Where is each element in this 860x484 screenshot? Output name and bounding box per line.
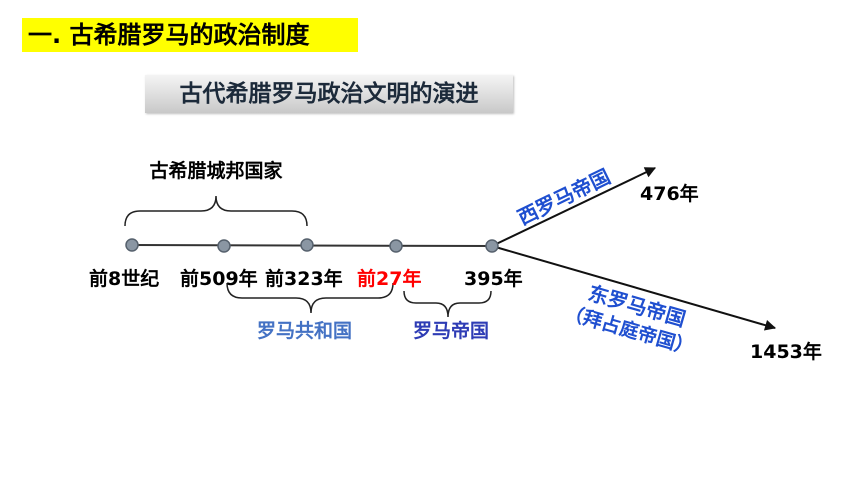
greek-period-brace xyxy=(124,195,308,227)
empire-brace xyxy=(403,290,492,318)
date-label-8th-century-bc: 前8世纪 xyxy=(89,268,160,290)
date-label-323bc: 前323年 xyxy=(265,268,343,290)
republic-label: 罗马共和国 xyxy=(257,320,353,342)
date-label-509bc: 前509年 xyxy=(180,268,258,290)
date-label-27bc: 前27年 xyxy=(357,268,422,290)
timeline-dot-395ad xyxy=(485,239,499,253)
east-roman-arrow xyxy=(491,245,777,331)
east-roman-end-date: 1453年 xyxy=(750,341,822,363)
west-roman-end-date: 476年 xyxy=(640,183,699,205)
timeline-dot-509bc xyxy=(217,239,231,253)
empire-label: 罗马帝国 xyxy=(413,320,490,342)
timeline-dot-27bc xyxy=(389,239,403,253)
subtitle-text: 古代希腊罗马政治文明的演进 xyxy=(179,81,479,107)
west-roman-arrow xyxy=(491,167,656,247)
section-title-banner: 一. 古希腊罗马的政治制度 xyxy=(22,18,358,52)
subtitle-banner: 古代希腊罗马政治文明的演进 xyxy=(145,75,513,113)
section-title: 一. 古希腊罗马的政治制度 xyxy=(28,21,310,49)
timeline-dot-8th-century-bc xyxy=(125,238,139,252)
timeline-dot-323bc xyxy=(300,238,314,252)
republic-brace xyxy=(226,282,394,314)
greek-period-label: 古希腊城邦国家 xyxy=(149,160,283,182)
date-label-395ad: 395年 xyxy=(464,268,523,290)
